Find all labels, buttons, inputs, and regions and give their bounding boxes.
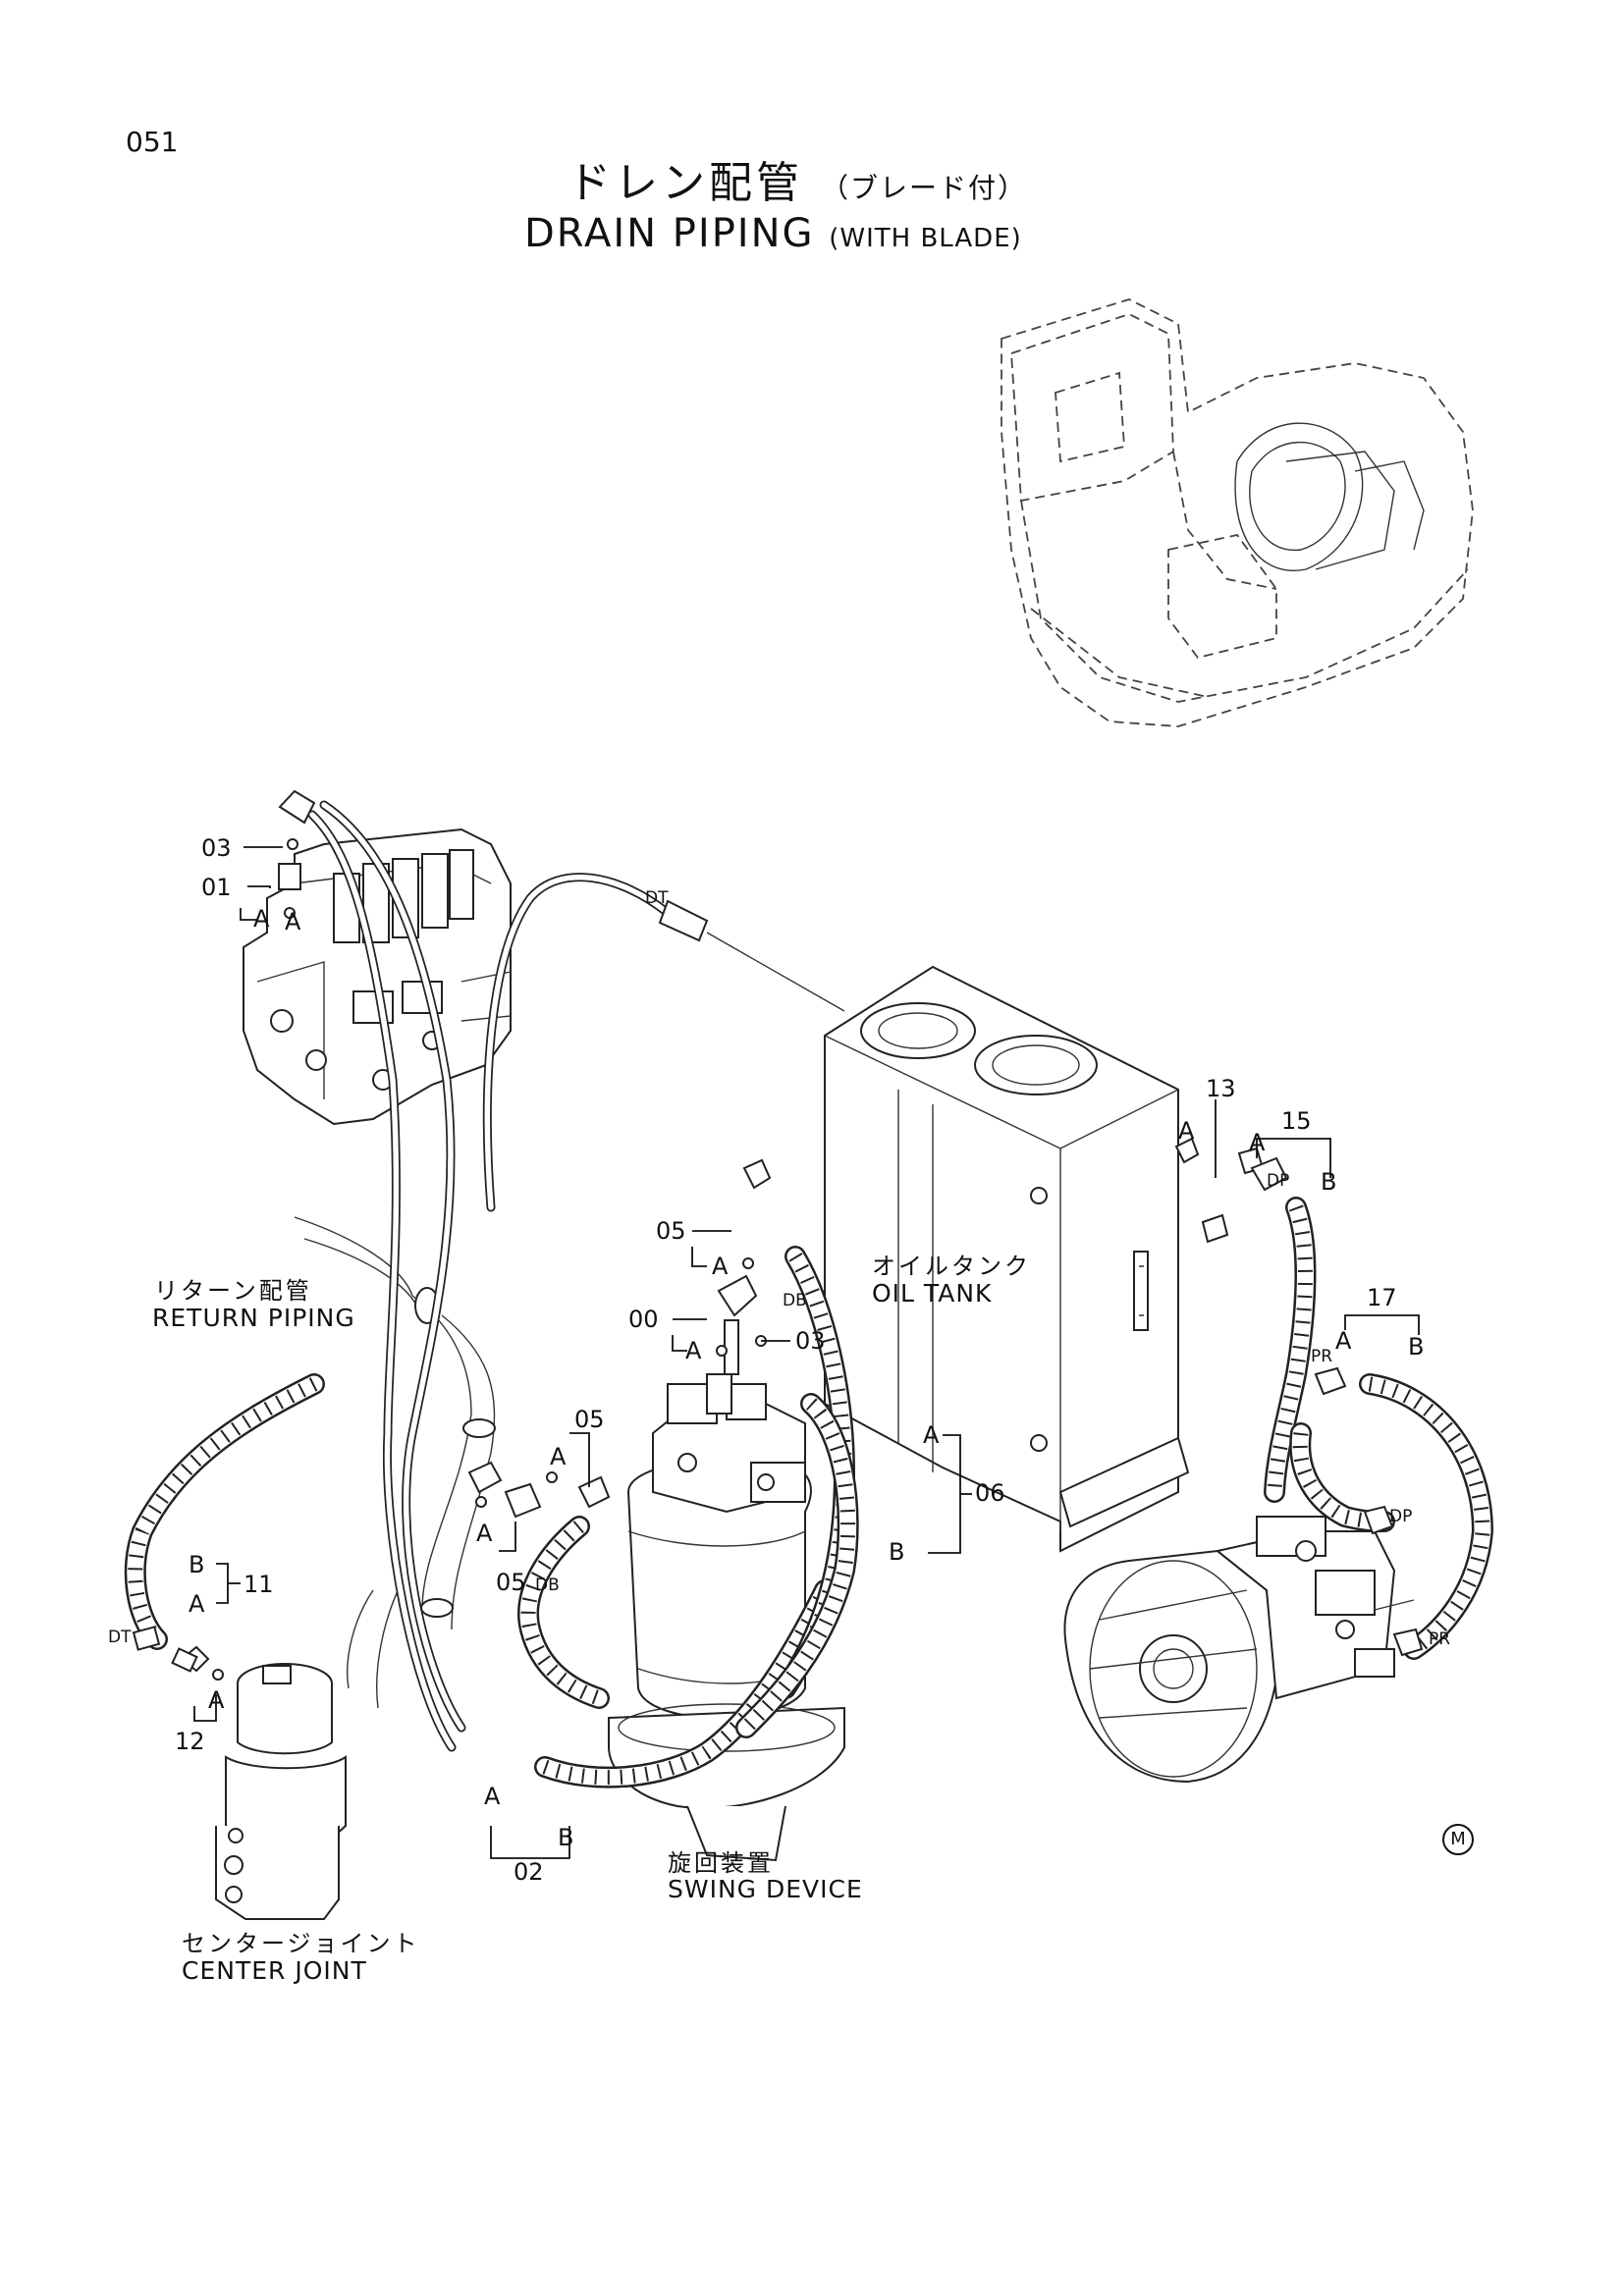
port-dt-hose: DT <box>108 1628 132 1647</box>
center-joint <box>180 1645 347 1920</box>
end-b-hose-11: B <box>189 1551 205 1578</box>
swing-device-label-jp: 旋回装置 <box>668 1849 774 1877</box>
callout-02: 02 <box>514 1858 544 1886</box>
hydraulic-pump <box>1063 1516 1415 1784</box>
page-number: 051 <box>126 126 179 158</box>
swing-device <box>608 1158 845 1862</box>
page-title-jp: ドレン配管 （ブレード付） <box>568 147 1027 210</box>
port-dp-pump: DP <box>1389 1507 1413 1526</box>
port-dp-tank: DP <box>1267 1171 1290 1191</box>
callout-17: 17 <box>1367 1284 1397 1311</box>
oil-tank-label-en: OIL TANK <box>872 1279 993 1308</box>
end-a-hose-02: A <box>484 1783 501 1810</box>
machine-overview-inset <box>1001 298 1474 727</box>
return-piping-label-jp: リターン配管 <box>154 1277 312 1305</box>
oil-tank-label-jp: オイルタンク <box>872 1253 1031 1280</box>
end-a-tank-fitting: A <box>1178 1117 1195 1145</box>
callout-00: 00 <box>628 1306 659 1333</box>
circled-m-mark: M <box>1442 1824 1474 1855</box>
page-title-en: DRAIN PIPING (WITH BLADE) <box>524 211 1022 256</box>
end-a-center-joint: A <box>208 1686 225 1714</box>
title-jp-main: ドレン配管 <box>568 158 803 208</box>
callout-13: 13 <box>1206 1075 1236 1102</box>
end-a-swing-top: A <box>712 1253 729 1280</box>
callout-05-low: 05 <box>496 1569 526 1596</box>
end-a-hose-06: A <box>923 1421 940 1449</box>
end-a-elbow-low: A <box>476 1520 493 1547</box>
port-pr-pump: PR <box>1429 1629 1451 1649</box>
end-a-hose-11: A <box>189 1590 205 1618</box>
center-joint-label-jp: センタージョイント <box>182 1930 420 1957</box>
end-a-hose-17: A <box>1335 1327 1352 1355</box>
oil-tank <box>824 965 1190 1553</box>
end-a-valve: A <box>253 905 270 933</box>
callout-05-swing-top: 05 <box>656 1217 686 1245</box>
end-a-hose-15: A <box>1249 1129 1266 1156</box>
callout-11: 11 <box>243 1571 274 1598</box>
title-jp-sub: （ブレード付） <box>821 172 1028 204</box>
center-joint-label-en: CENTER JOINT <box>182 1956 367 1985</box>
end-b-hose-06: B <box>889 1538 905 1566</box>
end-a-valve-port: A <box>285 908 301 935</box>
callout-leaders <box>193 846 1420 1859</box>
callout-12: 12 <box>175 1728 205 1755</box>
end-a-swing: A <box>685 1337 702 1364</box>
callout-01: 01 <box>201 874 232 901</box>
callout-03-valve: 03 <box>201 834 232 862</box>
end-a-elbow-top: A <box>550 1443 567 1470</box>
end-b-hose-15: B <box>1321 1168 1337 1196</box>
return-piping-label-en: RETURN PIPING <box>152 1304 355 1332</box>
swing-device-label-en: SWING DEVICE <box>668 1875 863 1903</box>
callout-03-swing: 03 <box>795 1327 826 1355</box>
port-db-hose: DB <box>535 1575 560 1595</box>
control-valve <box>243 789 512 1126</box>
port-db-swing: DB <box>783 1291 807 1310</box>
callout-05-mid: 05 <box>574 1406 605 1433</box>
fittings <box>132 838 1424 1681</box>
title-en-sub: (WITH BLADE) <box>829 224 1022 253</box>
control-valve-drain-pipes <box>307 800 845 1752</box>
callout-06: 06 <box>975 1479 1005 1507</box>
callout-15: 15 <box>1281 1107 1312 1135</box>
end-b-hose-02: B <box>558 1824 574 1851</box>
end-b-hose-17: B <box>1408 1333 1425 1361</box>
port-dt-valve: DT <box>645 888 669 908</box>
port-pr-hose: PR <box>1311 1347 1333 1366</box>
title-en-main: DRAIN PIPING <box>524 211 815 256</box>
